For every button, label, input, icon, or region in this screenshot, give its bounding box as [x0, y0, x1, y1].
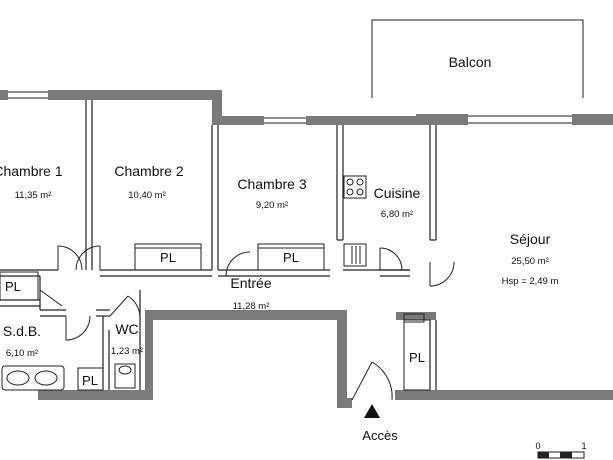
closet-sejour-top — [403, 313, 425, 323]
closet-label-left: PL — [5, 279, 21, 294]
room-name-entree: Entrée — [230, 275, 271, 291]
room-area-cuisine: 6,80 m² — [381, 209, 413, 220]
room-area-entree: 11,28 m² — [233, 301, 270, 312]
wall — [172, 90, 212, 100]
wall — [572, 114, 613, 125]
sink — [343, 243, 367, 267]
entrance-arrow — [364, 404, 380, 418]
closet-sdb — [77, 367, 104, 391]
scale-bar: 0 1 — [535, 441, 587, 459]
entrance-label: Accès — [362, 428, 398, 443]
closet-chambre2 — [134, 243, 202, 271]
closets — [0, 243, 431, 391]
room-area-wc: 1,23 m² — [111, 346, 143, 357]
room-name-chambre2: Chambre 2 — [114, 163, 183, 179]
room-name-chambre3: Chambre 3 — [237, 176, 306, 192]
room-name-cuisine: Cuisine — [374, 185, 421, 201]
room-name-sejour: Séjour — [510, 231, 551, 247]
wall — [395, 390, 613, 400]
wall — [396, 312, 436, 320]
wall — [212, 116, 264, 125]
double-sink — [1, 365, 65, 391]
stove — [343, 175, 367, 199]
wall — [145, 310, 153, 400]
closet-chambre3 — [257, 243, 325, 271]
room-name-chambre1: Chambre 1 — [0, 163, 63, 179]
room-area-sdb: 6,10 m² — [6, 348, 38, 359]
wall — [416, 114, 468, 125]
wall — [0, 90, 8, 100]
toilet — [114, 363, 136, 389]
wall — [306, 116, 416, 125]
partitions — [0, 100, 437, 390]
doors — [39, 245, 455, 401]
kitchen-fixtures — [343, 175, 367, 267]
room-area-chambre1: 11,35 m² — [15, 190, 52, 201]
room-height-sejour: Hsp = 2,49 m — [502, 276, 559, 287]
wall — [212, 90, 222, 122]
bathroom-fixtures — [1, 363, 136, 391]
wall — [48, 90, 180, 100]
room-area-chambre3: 9,20 m² — [256, 200, 288, 211]
wall — [38, 390, 146, 400]
room-name-sdb: S.d.B. — [3, 323, 41, 339]
watermark-logo: leboncoin — [8, 435, 59, 449]
windows — [8, 91, 572, 124]
balcony — [371, 19, 584, 98]
wall — [145, 310, 345, 320]
closet-label-chambre3: PL — [283, 250, 299, 265]
closet-left — [0, 271, 39, 301]
wall — [337, 398, 352, 408]
wall — [337, 310, 347, 408]
walls — [0, 90, 613, 408]
closet-label-chambre2: PL — [160, 250, 176, 265]
room-name-wc: WC — [115, 321, 138, 337]
closet-label-sejour: PL — [409, 350, 425, 365]
room-area-sejour: 25,50 m² — [511, 256, 549, 267]
scale-label-start: 0 — [535, 441, 540, 451]
closet-sejour — [403, 319, 431, 391]
room-name-balcon: Balcon — [449, 54, 492, 70]
room-area-chambre2: 10,40 m² — [128, 190, 166, 201]
scale-label-end: 1 — [581, 441, 586, 451]
closet-label-sdb: PL — [82, 373, 98, 388]
